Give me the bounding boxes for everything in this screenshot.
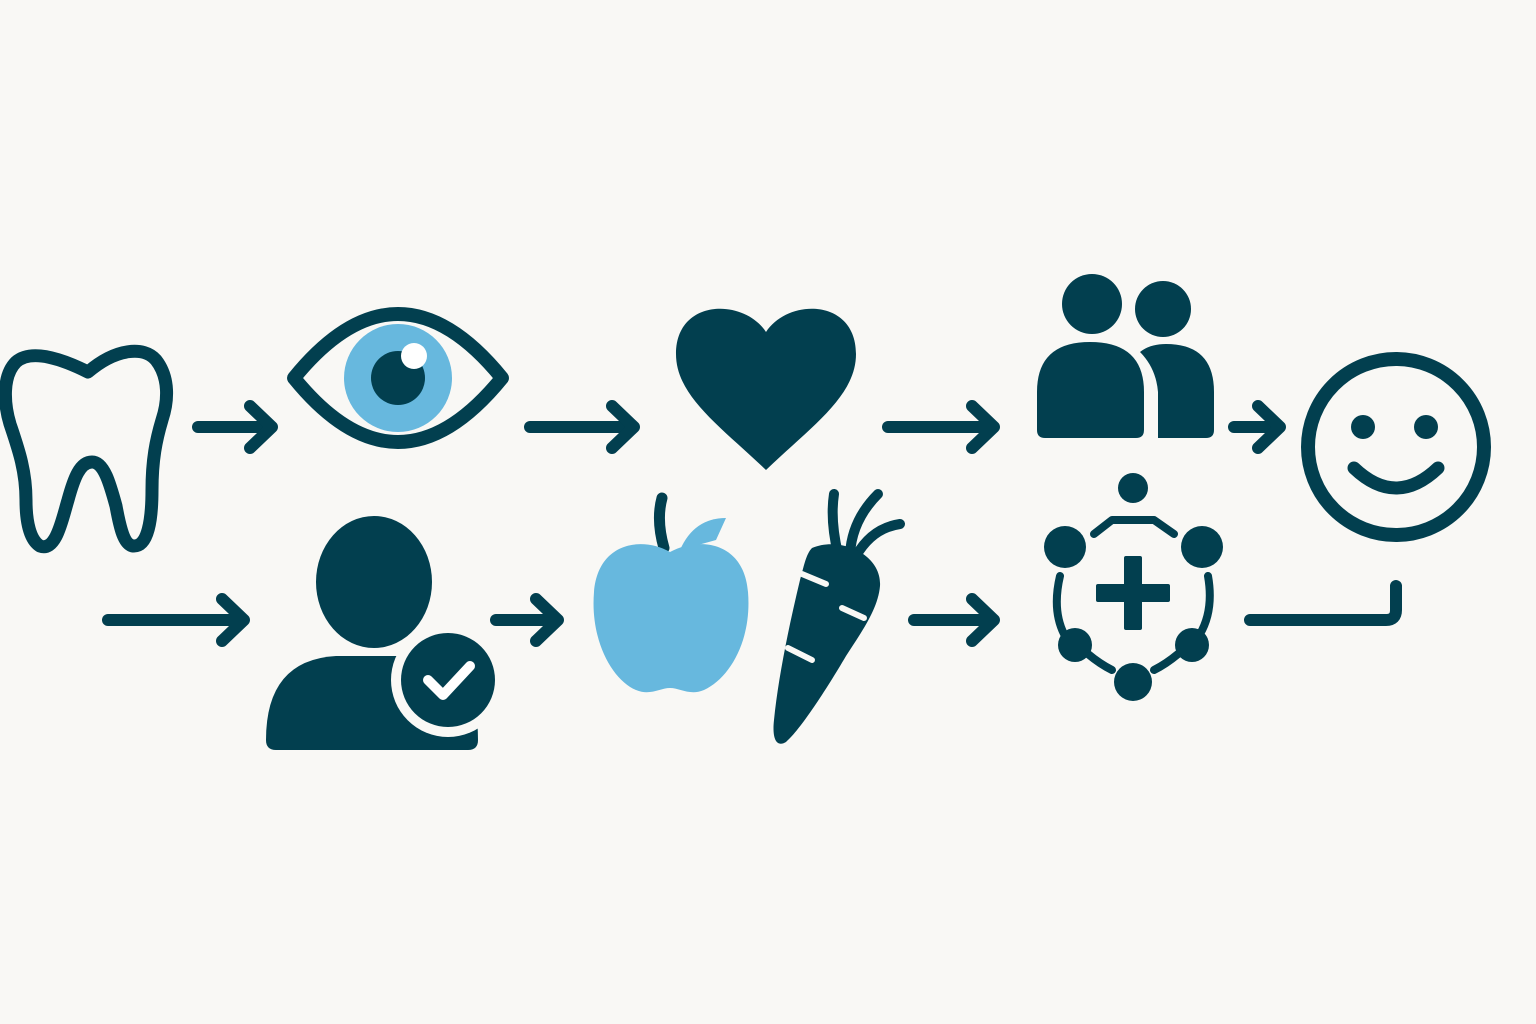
people-icon	[1037, 274, 1214, 438]
network-node	[1044, 526, 1086, 568]
arrow-right-icon	[882, 400, 1000, 454]
network-node	[1114, 663, 1152, 701]
person-head	[316, 516, 432, 648]
smiley-face-icon	[1301, 352, 1491, 542]
smiley-mouth	[1347, 461, 1445, 495]
network-node	[1181, 526, 1223, 568]
eye-icon	[287, 307, 509, 449]
smiley-eye	[1414, 415, 1438, 439]
check-icon	[423, 661, 475, 700]
apple-stem	[653, 492, 670, 554]
arrow-right-icon	[524, 400, 640, 454]
arrow-right-icon	[1228, 400, 1286, 454]
network-node	[1118, 473, 1148, 503]
person-check-icon	[266, 516, 505, 750]
network-node	[1175, 628, 1209, 662]
person-body	[1037, 342, 1144, 438]
apple-icon	[593, 492, 749, 693]
smiley-eye	[1351, 415, 1375, 439]
carrot-body	[773, 544, 881, 744]
connector-line	[1244, 580, 1402, 626]
network-node	[1058, 628, 1092, 662]
arrow-right-icon	[102, 593, 250, 647]
arrow-right-icon	[490, 593, 564, 647]
tooth-icon	[0, 344, 174, 554]
carrot-icon	[773, 489, 905, 744]
health-network-icon	[1044, 473, 1223, 701]
apple-body	[593, 544, 749, 693]
person-head	[1135, 281, 1191, 337]
arrow-right-icon	[908, 593, 1000, 647]
check-badge	[401, 633, 495, 727]
person-head	[1062, 274, 1122, 334]
eye-highlight	[401, 343, 427, 369]
apple-leaf	[680, 518, 726, 550]
carrot-leaf	[851, 519, 905, 561]
arrow-right-icon	[192, 400, 278, 454]
heart-icon	[676, 308, 856, 470]
person-body	[1140, 344, 1214, 438]
